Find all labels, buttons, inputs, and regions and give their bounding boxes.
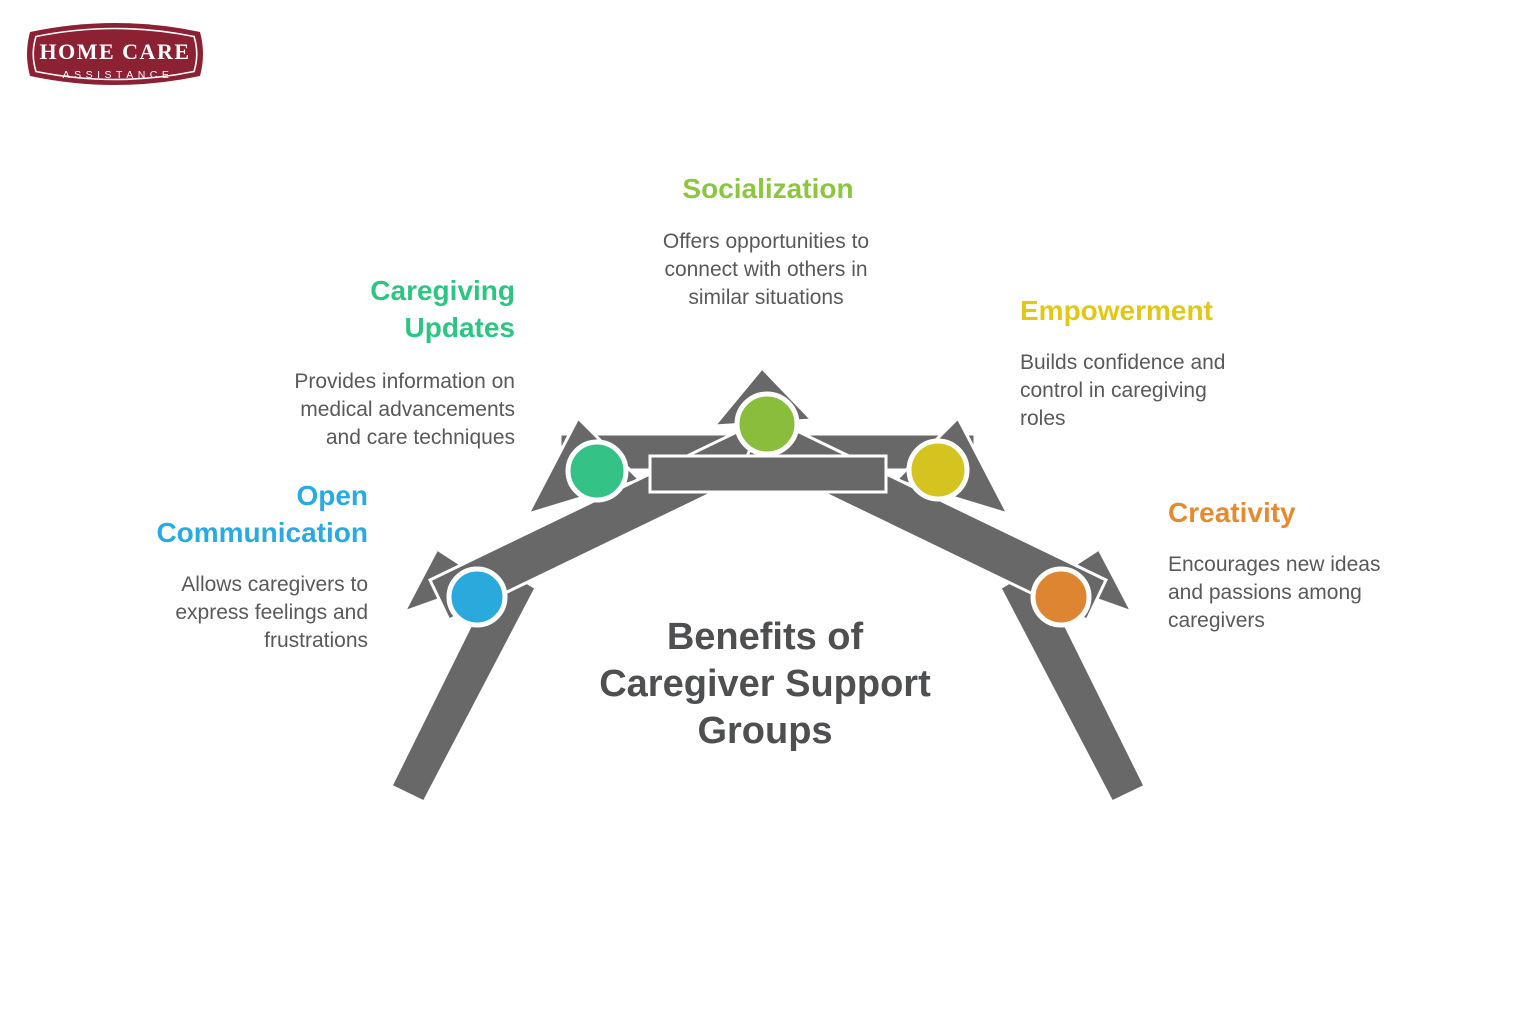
heading-empowerment: Empowerment bbox=[1020, 295, 1213, 326]
logo-text-home-care: HOME CARE bbox=[40, 39, 191, 64]
description-creativity: Encourages new ideas and passions among … bbox=[1168, 553, 1381, 632]
heading-socialization: Socialization bbox=[682, 173, 854, 204]
logo-text-assistance: ASSISTANCE bbox=[63, 69, 174, 81]
description-empowerment: Builds confidence and control in caregiv… bbox=[1020, 351, 1226, 430]
heading-creativity: Creativity bbox=[1168, 497, 1296, 528]
heading-open-communication: Open Communication bbox=[156, 480, 368, 548]
circle-open-communication bbox=[446, 566, 508, 628]
circle-socialization bbox=[734, 391, 800, 457]
circle-caregiving-updates bbox=[565, 439, 629, 503]
logo-badge-border bbox=[32, 27, 198, 81]
description-caregiving-updates: Provides information on medical advancem… bbox=[294, 370, 515, 449]
circle-creativity bbox=[1030, 566, 1092, 628]
logo-badge-shape bbox=[27, 23, 203, 85]
home-care-assistance-logo: HOME CARE ASSISTANCE bbox=[27, 23, 203, 85]
diagram-title: Benefits of Caregiver Support Groups bbox=[599, 616, 931, 752]
circle-empowerment bbox=[906, 438, 970, 502]
arch-tie-beam-lower bbox=[648, 454, 888, 494]
heading-caregiving-updates: Caregiving Updates bbox=[370, 275, 515, 343]
description-open-communication: Allows caregivers to express feelings an… bbox=[175, 573, 368, 652]
description-socialization: Offers opportunities to connect with oth… bbox=[662, 230, 870, 309]
